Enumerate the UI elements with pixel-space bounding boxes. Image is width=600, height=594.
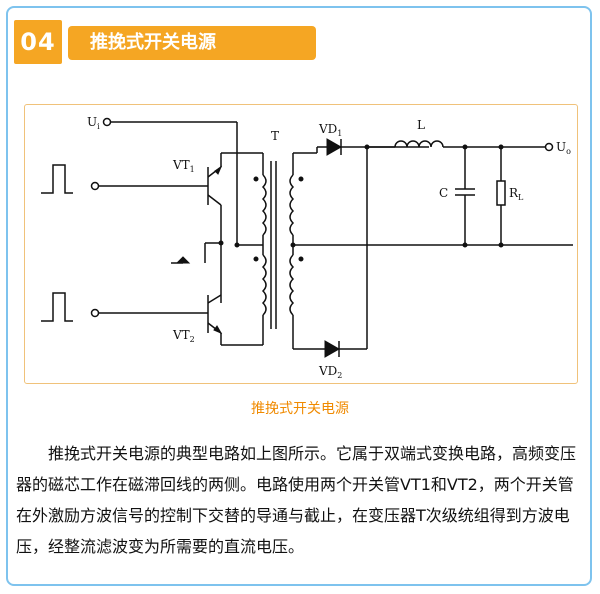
circuit-diagram-frame: Ui T VT1 VT2 VD1 VD2 L C RL Uo [24, 104, 578, 384]
push-pull-circuit-diagram: Ui T VT1 VT2 VD1 VD2 L C RL Uo [41, 115, 573, 380]
label-uo: Uo [556, 140, 571, 156]
description-text: 推挽式开关电源的典型电路如上图所示。它属于双端式变换电路，高频变压器的磁芯工作在… [16, 438, 586, 562]
label-vd2: VD2 [318, 364, 342, 380]
label-vt1: VT1 [172, 158, 195, 174]
section-number-badge: 04 [14, 20, 62, 64]
label-ui: Ui [87, 115, 100, 131]
label-c: C [439, 186, 448, 200]
diagram-caption: 推挽式开关电源 [251, 401, 349, 417]
label-vd1: VD1 [318, 122, 342, 138]
description-paragraph: 推挽式开关电源的典型电路如上图所示。它属于双端式变换电路，高频变压器的磁芯工作在… [16, 444, 577, 556]
label-rl: RL [509, 186, 524, 202]
section-title: 推挽式开关电源 [68, 26, 316, 60]
label-t: T [271, 129, 279, 143]
label-vt2: VT2 [172, 328, 195, 344]
label-l: L [417, 118, 425, 132]
